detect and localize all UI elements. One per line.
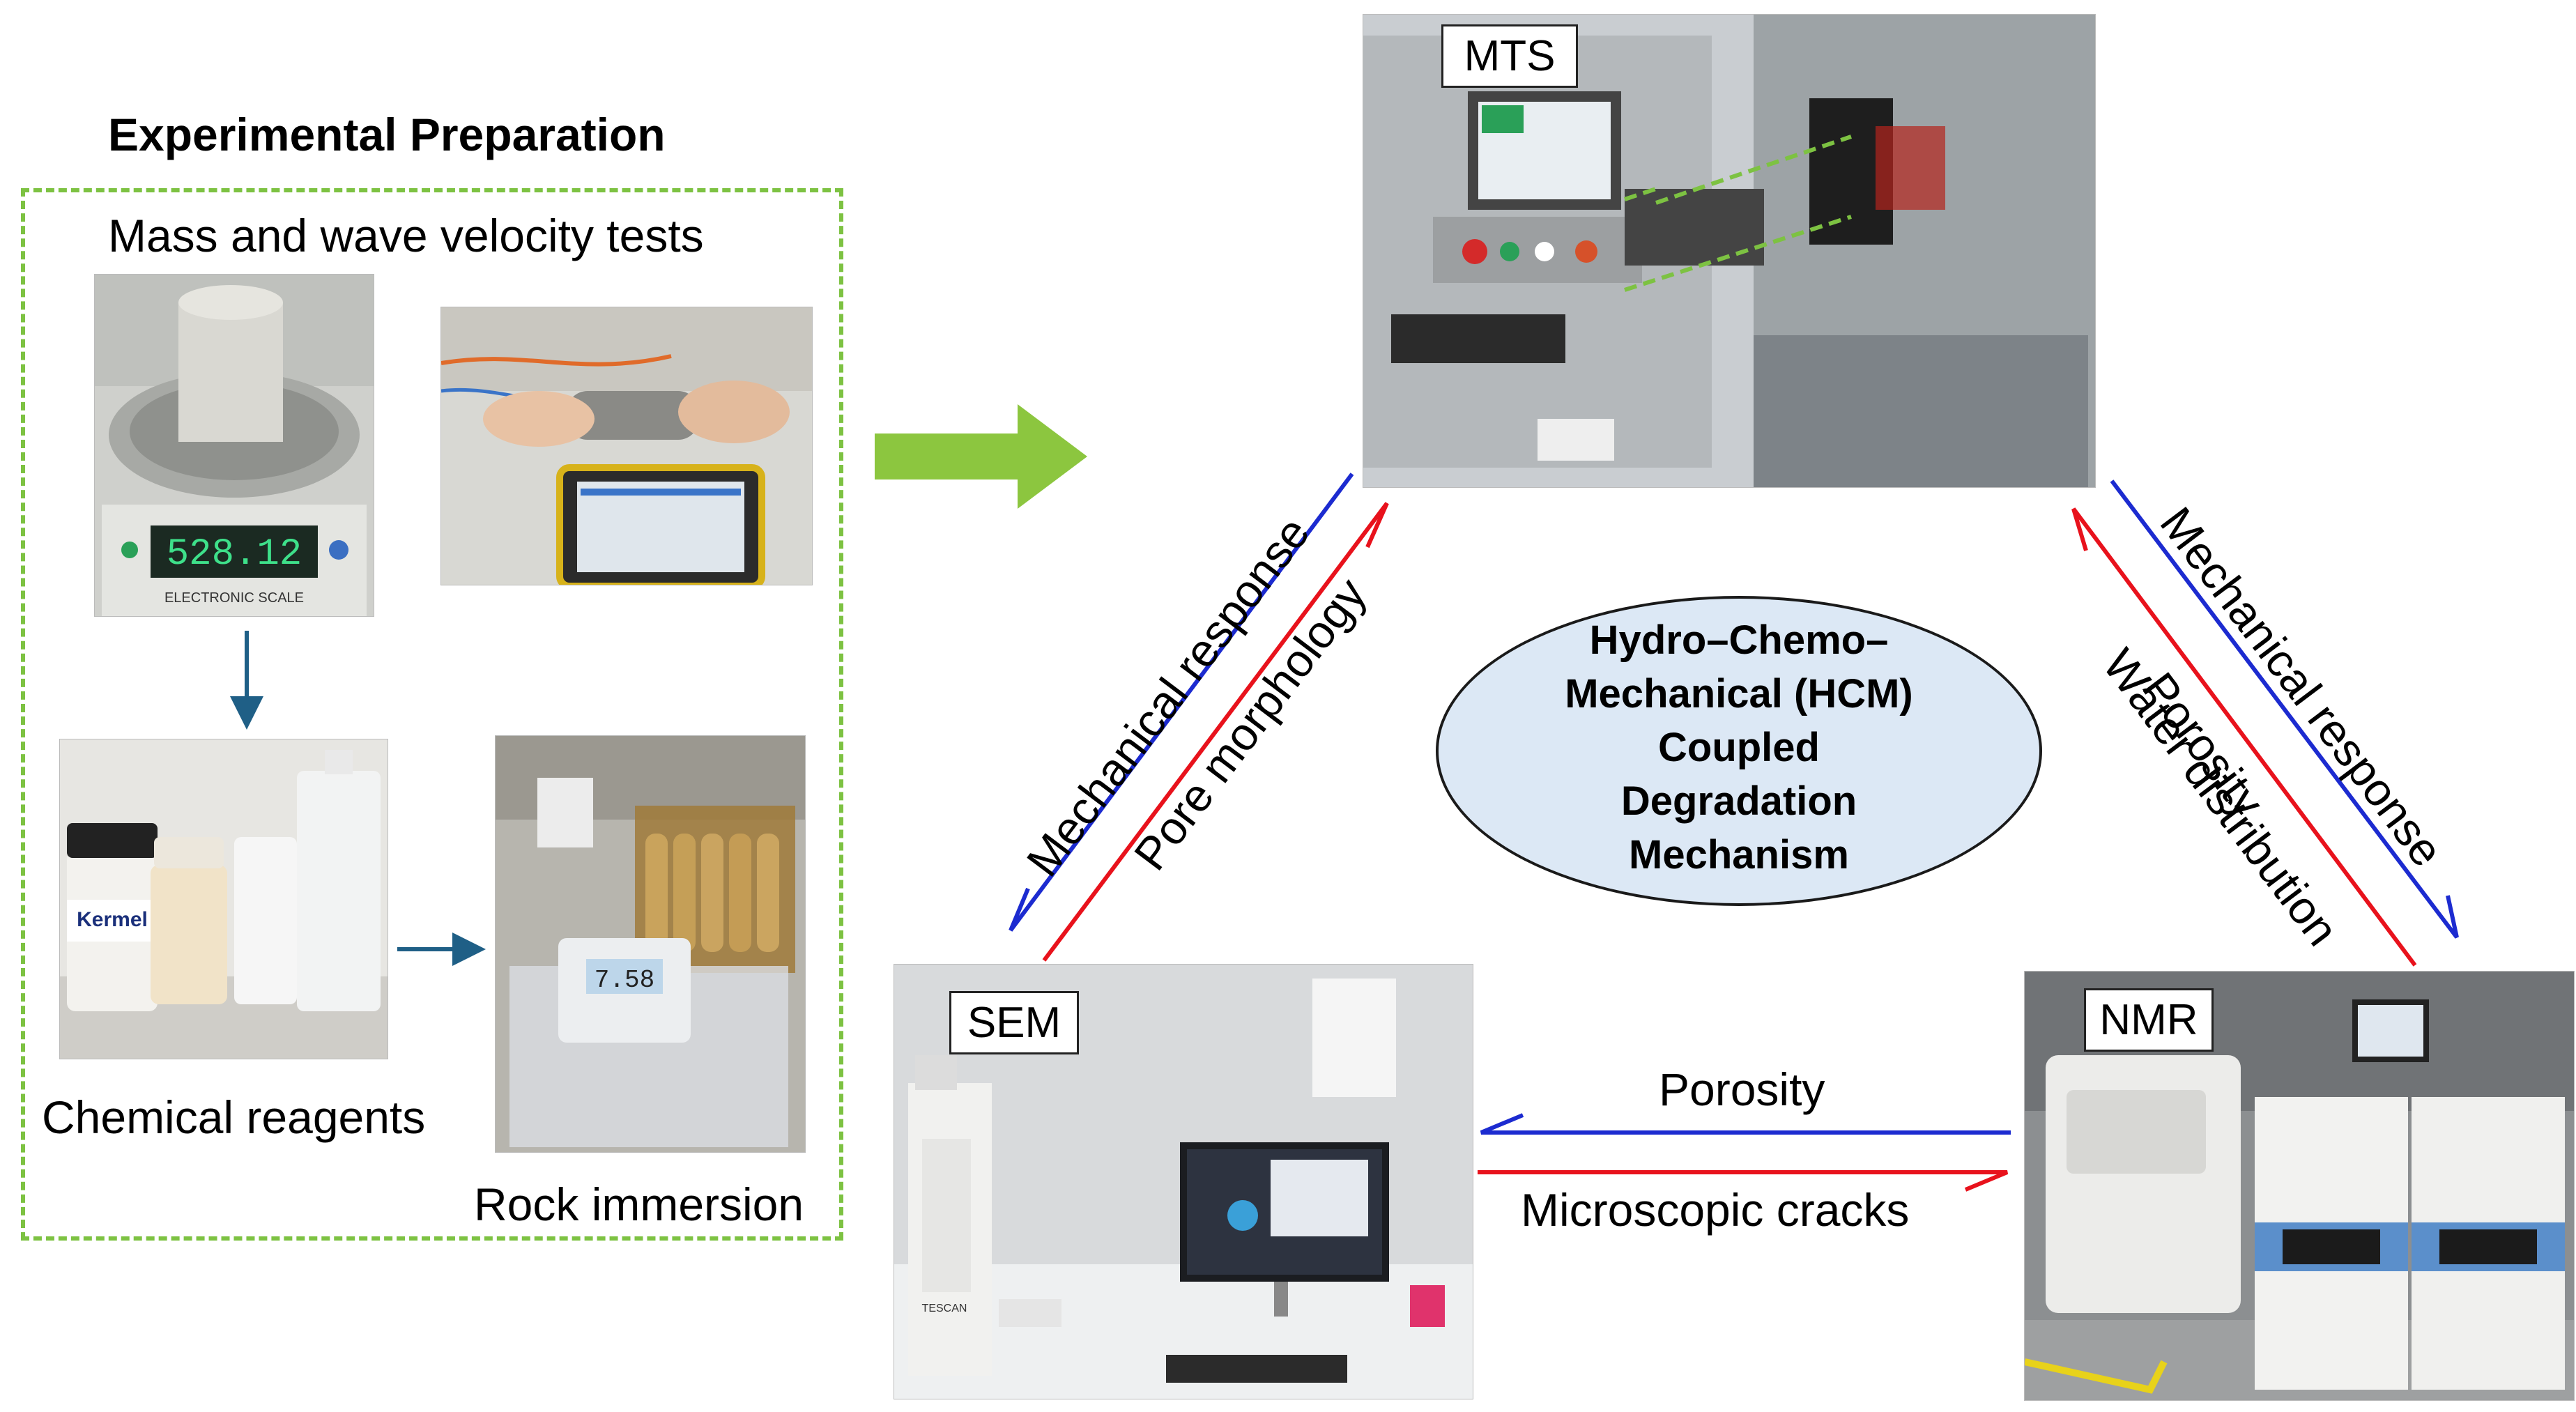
center-line-3: Coupled <box>1658 725 1820 770</box>
center-line-5: Mechanism <box>1629 832 1849 877</box>
prep-flow-arrows <box>230 631 486 966</box>
nmr-photo <box>2024 971 2575 1401</box>
reagents-photo: Kermel <box>59 739 388 1059</box>
scale-photo: 528.12 ELECTRONIC SCALE <box>94 274 374 617</box>
chemical-label: Chemical reagents <box>42 1091 426 1143</box>
sem-brand: TESCAN <box>922 1303 967 1314</box>
mts-label: MTS <box>1441 24 1578 88</box>
label-bottom-microscopic-cracks: Microscopic cracks <box>1521 1184 1910 1236</box>
center-line-1: Hydro–Chemo– <box>1589 617 1889 663</box>
reagent-brand: Kermel <box>77 908 148 931</box>
arrow-mts-to-nmr <box>2110 479 2459 939</box>
immersion-photo: 7.58 <box>495 735 806 1153</box>
arrow-mts-to-sem <box>1009 473 1354 932</box>
wave-velocity-photo <box>440 307 813 585</box>
arrow-sem-to-nmr <box>1478 1170 2009 1192</box>
mts-photo <box>1363 14 2096 488</box>
immersion-label: Rock immersion <box>474 1179 804 1230</box>
label-bottom-porosity: Porosity <box>1659 1064 1825 1115</box>
arrow-nmr-to-sem <box>1480 1113 2011 1135</box>
mass-wave-label: Mass and wave velocity tests <box>108 210 704 261</box>
center-ellipse <box>1436 596 2042 906</box>
scale-readout: 528.12 <box>167 533 302 576</box>
prep-title: Experimental Preparation <box>108 109 666 160</box>
center-line-4: Degradation <box>1620 778 1857 824</box>
center-text: Hydro–Chemo– Mechanical (HCM) Coupled De… <box>1436 613 2042 882</box>
center-line-2: Mechanical (HCM) <box>1565 671 1913 716</box>
nmr-label: NMR <box>2084 988 2214 1052</box>
scale-brand: ELECTRONIC SCALE <box>164 590 304 606</box>
sem-label: SEM <box>949 991 1079 1054</box>
big-green-arrow <box>875 404 1087 509</box>
meter-readout: 7.58 <box>595 966 654 995</box>
prep-dashed-box <box>21 188 843 1241</box>
arrow-nmr-to-mts <box>2071 507 2417 967</box>
arrow-sem-to-mts <box>1042 502 1389 962</box>
